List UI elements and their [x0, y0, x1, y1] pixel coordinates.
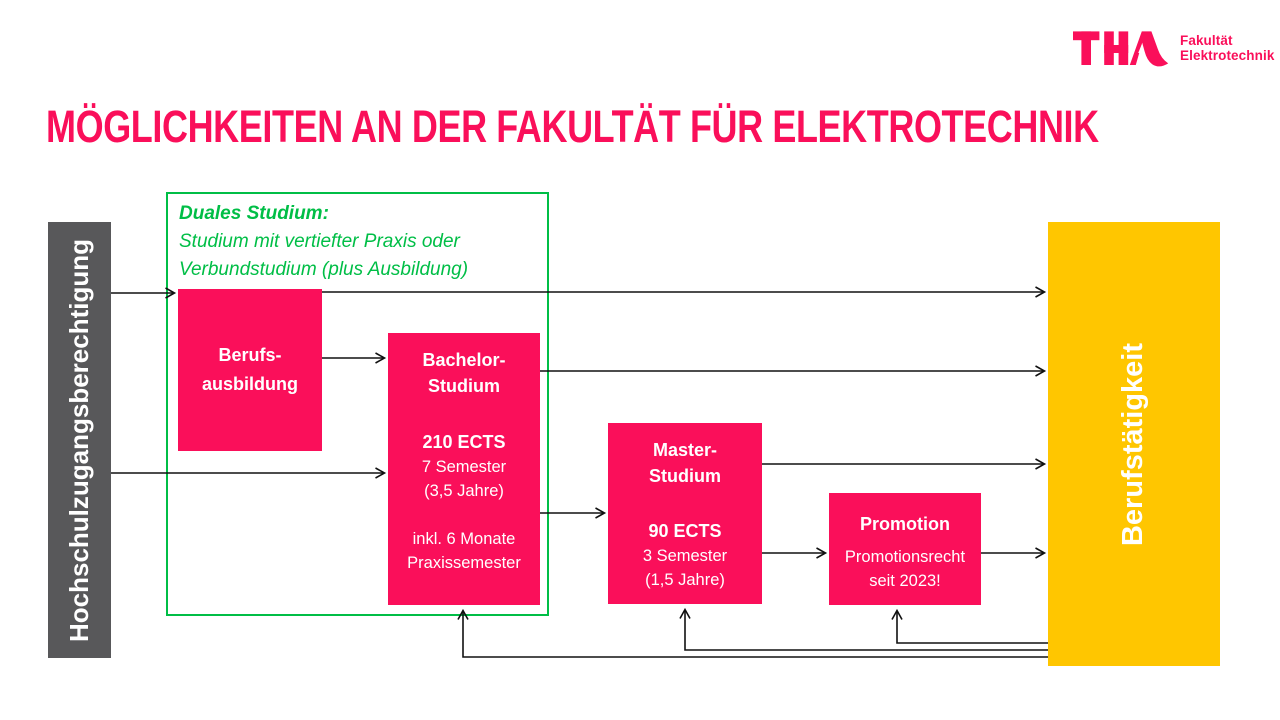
duales-studium-heading: Duales Studium: — [179, 203, 329, 224]
berufsausbildung-box: Berufs- ausbildung — [178, 289, 322, 451]
bachelor-note-line2: Praxissemester — [407, 554, 521, 572]
bachelor-title-line1: Bachelor- — [422, 350, 506, 370]
bachelor-note-line1: inkl. 6 Monate — [412, 530, 516, 548]
hochschulzugangsberechtigung-bar: Hochschulzugangsberechtigung — [48, 222, 111, 658]
page-title: MÖGLICHKEITEN AN DER FAKULTÄT FÜR ELEKTR… — [46, 101, 1099, 152]
master-ects: 90 ECTS — [648, 521, 722, 541]
master-duration: 3 Semester — [642, 547, 728, 565]
arrow-beruf-to-promotion-return — [891, 608, 1048, 644]
duales-studium-note: Duales Studium: Studium mit vertiefter P… — [179, 200, 468, 284]
bachelor-duration: 7 Semester — [421, 458, 507, 476]
bachelor-studium-box: Bachelor- Studium 210 ECTS 7 Semester (3… — [388, 333, 540, 605]
master-years: (1,5 Jahre) — [645, 571, 725, 589]
master-title-line1: Master- — [652, 440, 718, 460]
faculty-name: Fakultät Elektrotechnik — [1180, 28, 1274, 63]
berufstaetigkeit-bar: Berufstätigkeit — [1048, 222, 1220, 666]
berufsausbildung-label-line2: ausbildung — [202, 374, 298, 394]
tha-logo: Fakultät Elektrotechnik — [1073, 28, 1274, 70]
duales-studium-line2: Verbundstudium (plus Ausbildung) — [179, 259, 469, 280]
duales-studium-line1: Studium mit vertiefter Praxis oder — [179, 231, 460, 252]
master-title-line2: Studium — [649, 466, 721, 486]
promotion-box: Promotion Promotionsrecht seit 2023! — [829, 493, 981, 605]
duales-studium-frame: Duales Studium: Studium mit vertiefter P… — [166, 192, 549, 616]
arrow-beruf-to-bachelor-return — [457, 608, 1048, 658]
berufsausbildung-label-line1: Berufs- — [218, 345, 282, 365]
master-studium-box: Master- Studium 90 ECTS 3 Semester (1,5 … — [608, 423, 762, 604]
promotion-note-line2: seit 2023! — [869, 572, 941, 590]
tha-logo-mark — [1073, 31, 1169, 67]
bachelor-years: (3,5 Jahre) — [424, 482, 504, 500]
promotion-title: Promotion — [860, 514, 950, 534]
arrow-beruf-to-master-return — [679, 607, 1048, 651]
faculty-name-line2: Elektrotechnik — [1180, 48, 1275, 63]
bachelor-ects: 210 ECTS — [422, 432, 506, 452]
bachelor-title-line2: Studium — [428, 376, 500, 396]
faculty-name-line1: Fakultät — [1180, 33, 1233, 48]
promotion-note-line1: Promotionsrecht — [844, 548, 966, 566]
